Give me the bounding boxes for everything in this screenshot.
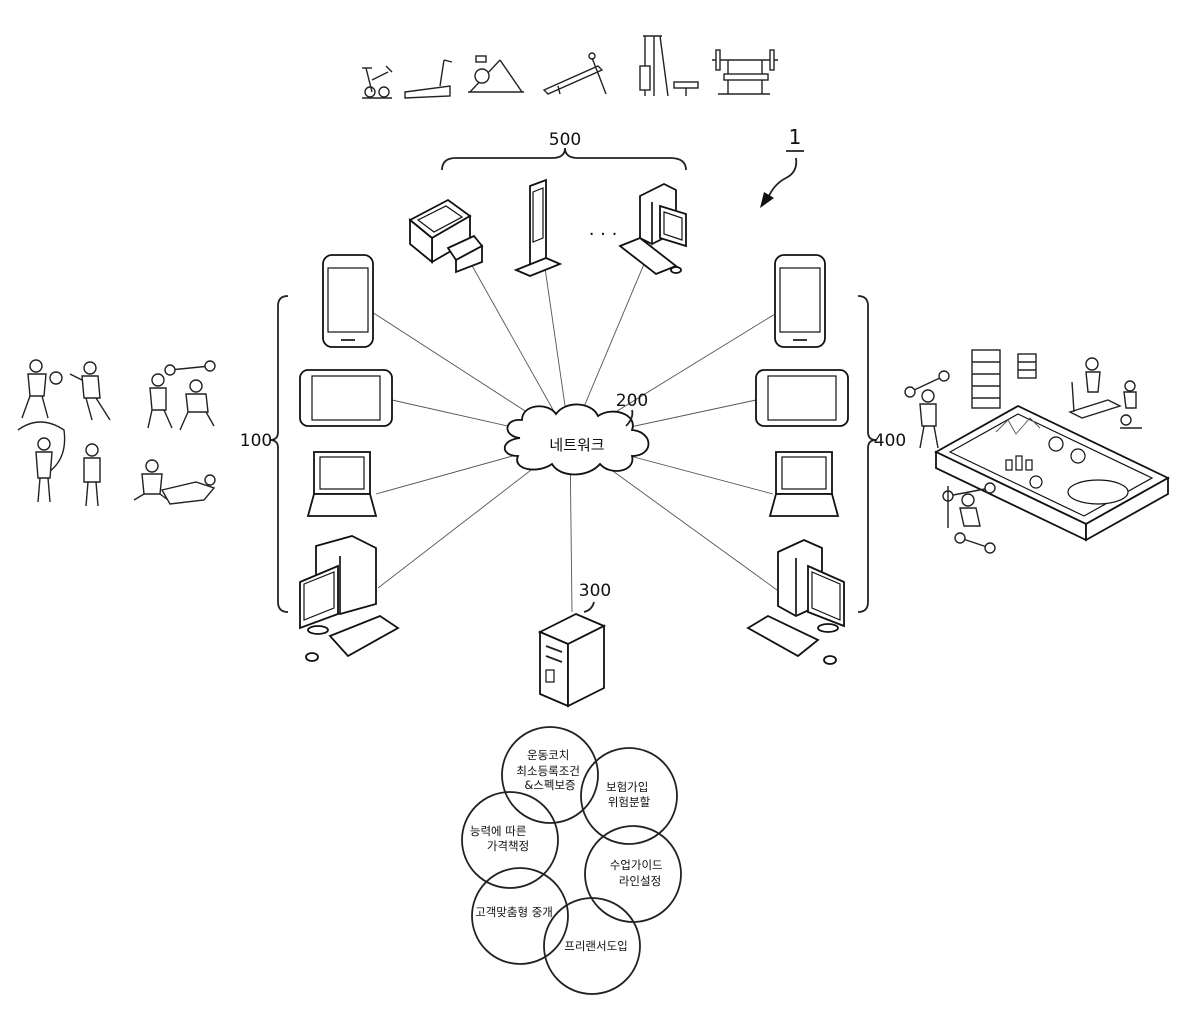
client-laptop-icon — [308, 452, 376, 516]
standing-figure-icon — [84, 444, 100, 506]
treadmill-icon — [405, 60, 452, 98]
bench-press-icon — [712, 50, 778, 94]
trainer-tablet-icon — [756, 370, 848, 426]
system-ref: 1 — [760, 125, 804, 208]
dumbbell-icon — [955, 533, 995, 553]
trainers-ref-label: 400 — [874, 431, 906, 451]
barbell-figure-icon — [905, 371, 949, 448]
feature-text-freelancer: 프리랜서도입 — [564, 939, 627, 953]
boxing-figures-icon — [22, 360, 110, 420]
dumbbell-rack-icon — [1018, 354, 1036, 378]
server-ref-label: 300 — [579, 581, 611, 601]
wall-bars-icon — [972, 350, 1000, 408]
feature-text-insurance: 보험가입 위험분할 — [606, 780, 652, 809]
facility-devices: 500 · · · — [410, 130, 686, 276]
exercise-bike-icon — [362, 66, 392, 98]
customer-figures — [18, 360, 215, 506]
cable-machine-icon — [640, 36, 698, 96]
clients-ref-label: 100 — [240, 431, 272, 451]
exercise-bike-rider-icon — [1120, 381, 1142, 428]
network-cloud: 네트워크 200 — [505, 391, 649, 475]
feature-text-coach-requirements: 운동코치 최소등록조건 &스펙보증 — [516, 748, 583, 792]
leg-press-icon — [468, 56, 524, 92]
stretching-figures-icon — [134, 460, 215, 504]
client-devices: 100 — [240, 255, 398, 661]
ellipsis-text: · · · — [589, 224, 618, 245]
weightlifting-figures-icon — [148, 361, 215, 430]
server-device: 300 — [540, 581, 611, 706]
server-tower-icon — [540, 614, 604, 706]
trainer-app-illustration — [905, 350, 1168, 553]
trainer-desktop-icon — [748, 540, 844, 664]
feature-text-class-guideline: 수업가이드 라인설정 — [610, 858, 667, 888]
feature-circles: 운동코치 최소등록조건 &스펙보증 보험가입 위험분할 능력에 따른 가격책정 … — [462, 727, 681, 994]
trainer-laptop-icon — [770, 452, 838, 516]
feature-text-matching: 고객맞춤형 중개 — [475, 905, 553, 919]
gym-equipment-row — [362, 36, 778, 98]
incline-bench-icon — [544, 53, 606, 94]
facility-desktop-icon — [620, 184, 686, 274]
network-ref-label: 200 — [616, 391, 648, 411]
squat-rack-figure-icon — [943, 483, 995, 528]
jump-rope-figure-icon — [18, 422, 65, 502]
pos-terminal-icon — [410, 200, 482, 272]
facilities-ref-label: 500 — [549, 130, 581, 150]
kiosk-icon — [516, 180, 560, 276]
client-smartphone-icon — [323, 255, 373, 347]
network-label: 네트워크 — [549, 436, 604, 454]
system-ref-label: 1 — [789, 125, 802, 149]
client-tablet-icon — [300, 370, 392, 426]
treadmill-runner-icon — [1070, 358, 1120, 418]
trainer-smartphone-icon — [775, 255, 825, 347]
client-desktop-icon — [300, 536, 398, 661]
feature-text-pricing: 능력에 따른 가격책정 — [470, 824, 530, 853]
